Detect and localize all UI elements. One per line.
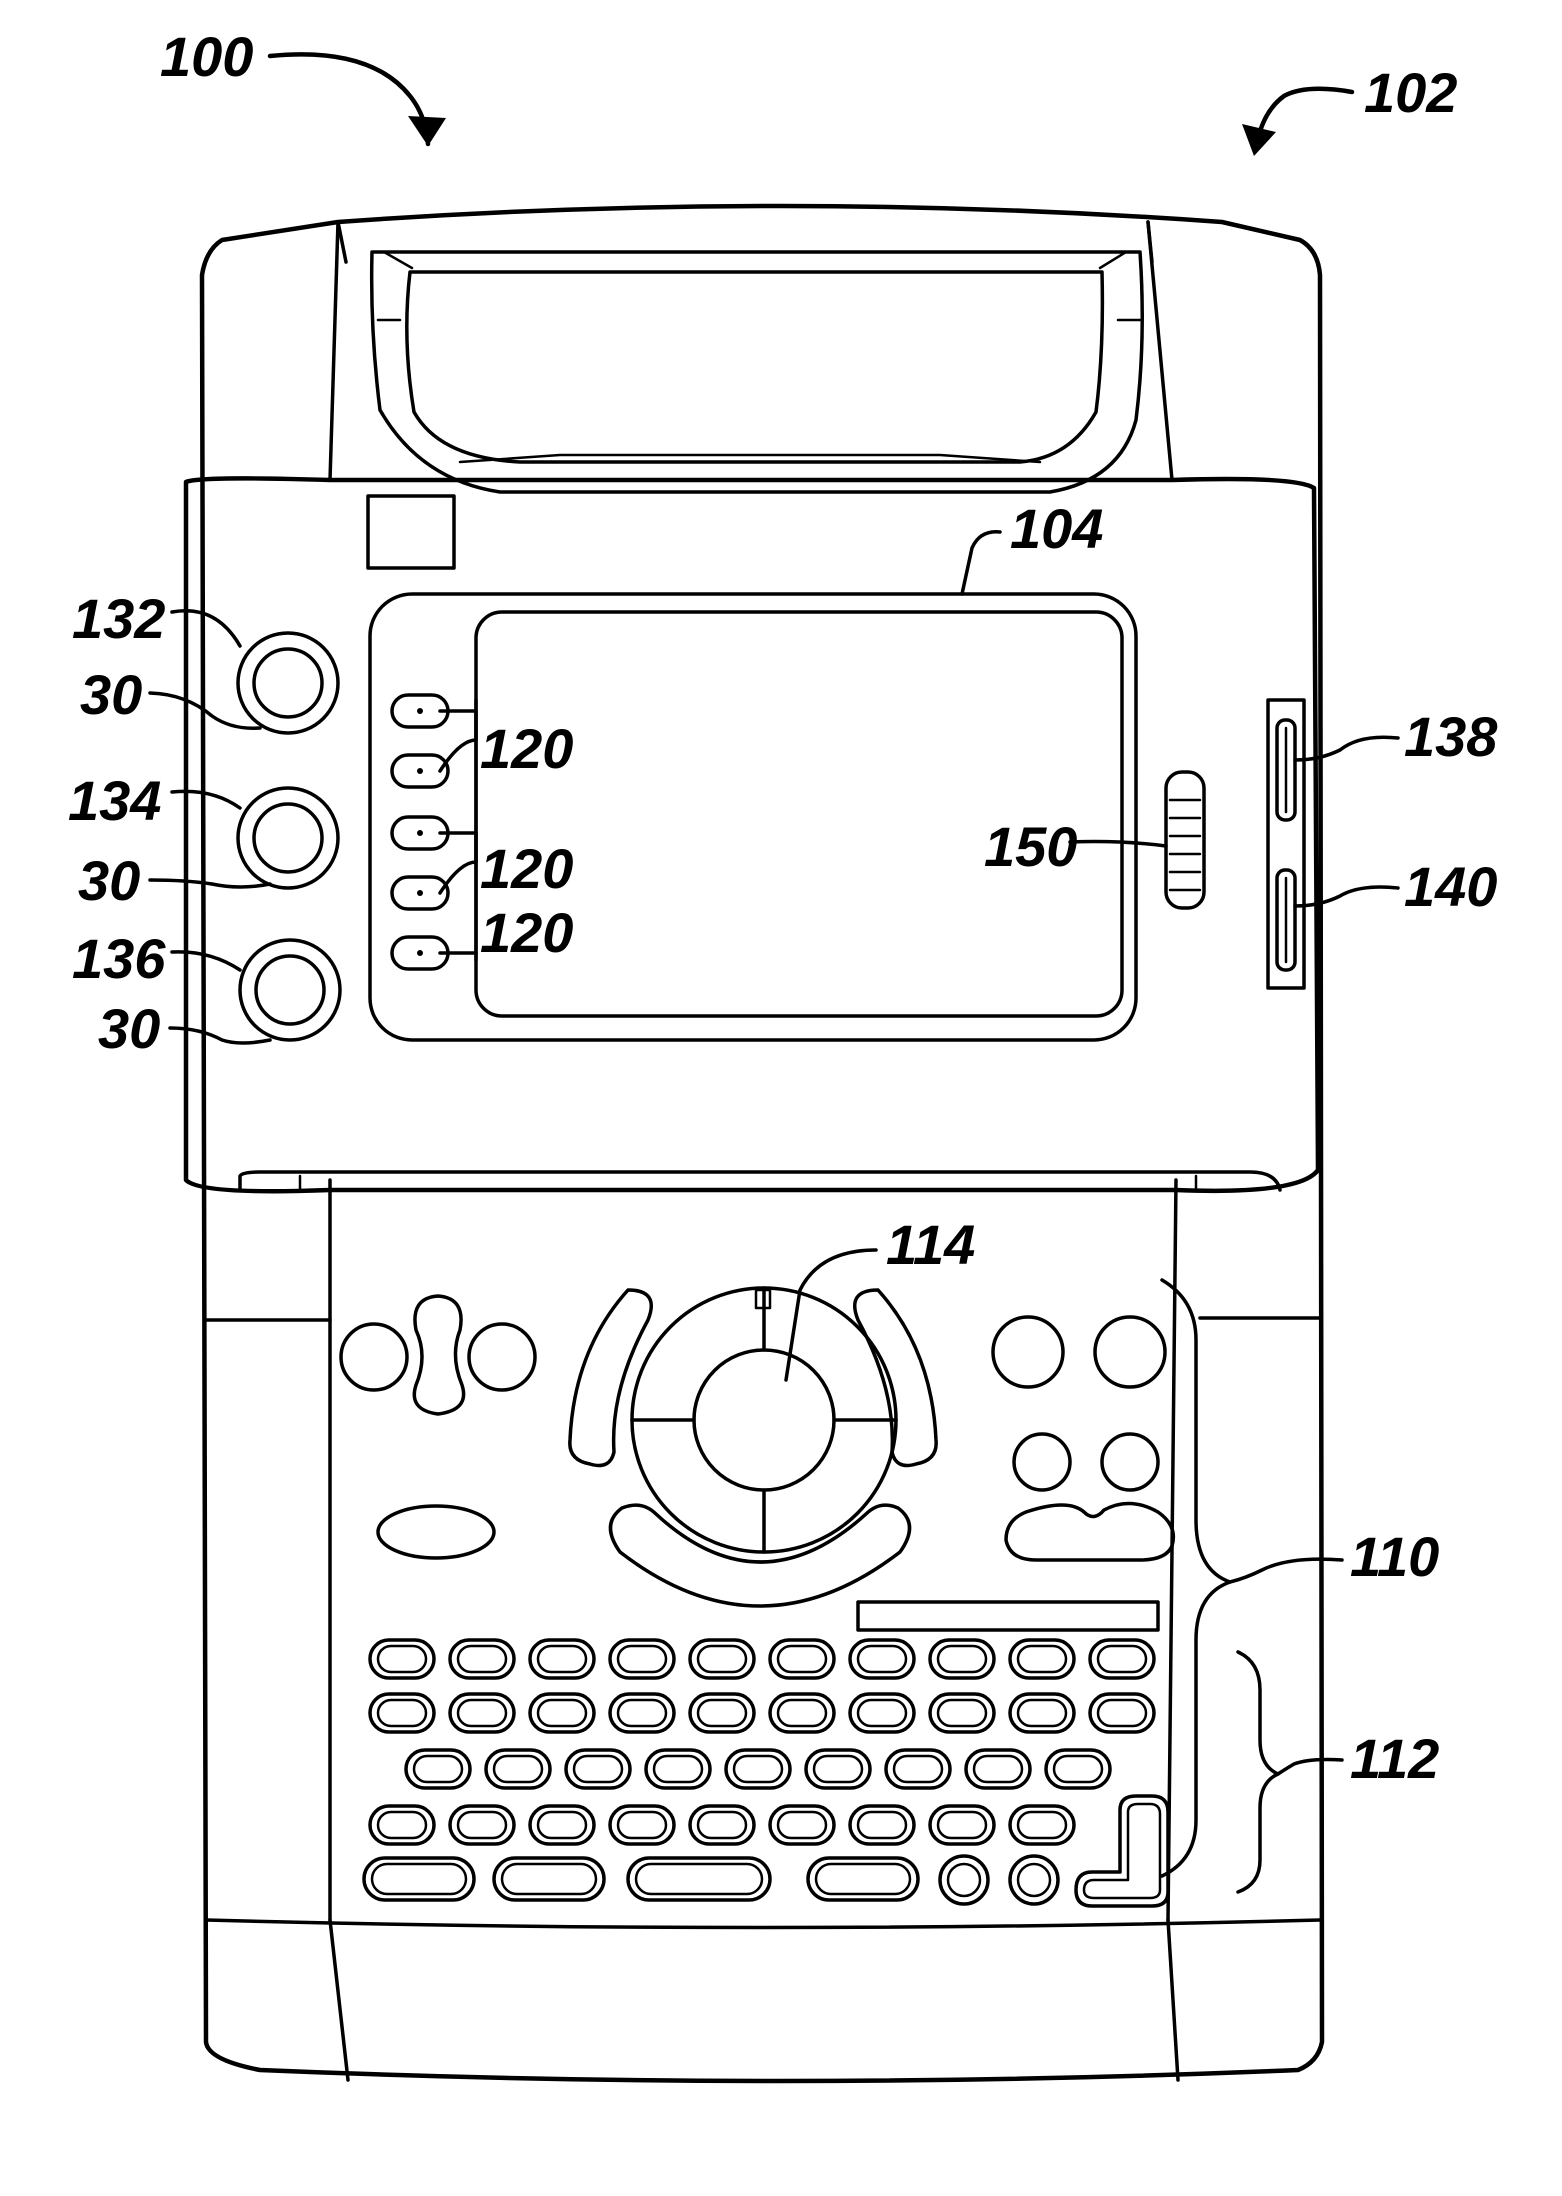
label-120-upper: 120: [480, 717, 573, 780]
rocker-switch[interactable]: [414, 1296, 463, 1414]
label-104: 104: [1010, 497, 1103, 560]
label-100: 100: [160, 25, 253, 88]
key-row-4: [370, 1806, 1074, 1844]
right-round-button[interactable]: [1014, 1434, 1070, 1490]
label-120-middle: 120: [480, 837, 573, 900]
label-132: 132: [72, 587, 165, 650]
bracket-112: [1238, 1652, 1278, 1892]
label-136: 136: [72, 927, 166, 990]
right-round-button[interactable]: [993, 1317, 1063, 1387]
label-102: 102: [1364, 61, 1457, 124]
enter-key[interactable]: [1076, 1796, 1168, 1906]
key-row-3: [406, 1750, 1110, 1788]
left-round-button[interactable]: [341, 1324, 407, 1390]
left-round-button[interactable]: [469, 1324, 535, 1390]
knob-132[interactable]: [238, 633, 338, 733]
bottom-arc-key[interactable]: [610, 1505, 909, 1606]
slot-140[interactable]: [1277, 870, 1295, 970]
control-panel: [341, 1288, 1173, 1630]
label-30-bottom: 30: [98, 997, 160, 1060]
label-112: 112: [1350, 1727, 1439, 1790]
right-round-button[interactable]: [1102, 1434, 1158, 1490]
keyboard: [364, 1640, 1168, 1906]
label-150: 150: [984, 815, 1077, 878]
label-120-lower: 120: [480, 901, 573, 964]
reference-labels: 100 102 104 132 30 134 30 136 30 120 120…: [68, 25, 1498, 1790]
knob-134[interactable]: [238, 788, 338, 888]
label-30-top: 30: [80, 663, 142, 726]
label-30-middle: 30: [78, 849, 140, 912]
card-slots: [1268, 700, 1304, 988]
cloud-button[interactable]: [1006, 1503, 1173, 1560]
label-134: 134: [68, 769, 161, 832]
carry-handle: [372, 252, 1143, 492]
device-housing: [202, 206, 1322, 2081]
knob-136[interactable]: [240, 940, 340, 1040]
label-138: 138: [1404, 705, 1498, 768]
right-round-button[interactable]: [1095, 1317, 1165, 1387]
upper-panel: [186, 478, 1318, 1191]
long-bar[interactable]: [858, 1602, 1158, 1630]
key-row-1: [370, 1640, 1154, 1678]
side-control[interactable]: [1166, 772, 1204, 908]
oval-button[interactable]: [378, 1506, 494, 1558]
key-row-5: [364, 1856, 1058, 1904]
slot-138[interactable]: [1277, 720, 1295, 820]
label-114: 114: [886, 1213, 975, 1276]
leader-lines: [150, 54, 1398, 1774]
label-140: 140: [1404, 855, 1497, 918]
label-110: 110: [1350, 1525, 1439, 1588]
key-row-2: [370, 1694, 1154, 1732]
trackball-assembly[interactable]: [632, 1288, 896, 1552]
